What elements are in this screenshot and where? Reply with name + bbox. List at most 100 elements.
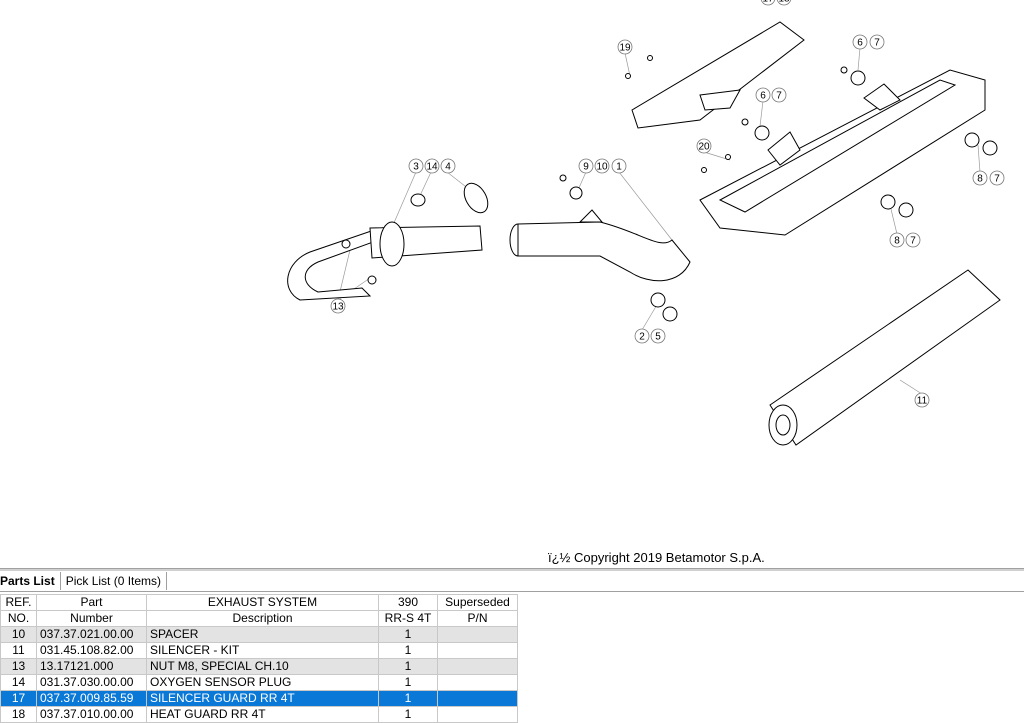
cell-number[interactable]: 037.37.010.00.00 xyxy=(36,706,147,723)
svg-text:6: 6 xyxy=(760,91,766,102)
cell-description[interactable]: SPACER xyxy=(146,626,379,643)
cell-superseded[interactable] xyxy=(437,626,518,643)
cell-ref[interactable]: 13 xyxy=(0,658,37,675)
tab-parts-list[interactable]: Parts List xyxy=(0,572,61,590)
callout-9[interactable]: 9 xyxy=(578,158,594,174)
svg-text:17: 17 xyxy=(762,0,774,5)
callout-7[interactable]: 7 xyxy=(771,87,787,103)
svg-text:19: 19 xyxy=(619,43,631,54)
callout-8[interactable]: 8 xyxy=(972,170,988,186)
svg-text:8: 8 xyxy=(977,174,983,185)
callout-1[interactable]: 1 xyxy=(611,158,627,174)
header-superseded[interactable]: Superseded xyxy=(437,594,518,611)
header-model[interactable]: 390 xyxy=(378,594,438,611)
callout-bubbles: 196767203144910187871325111718 xyxy=(330,0,1005,408)
cell-superseded[interactable] xyxy=(437,674,518,691)
callout-7[interactable]: 7 xyxy=(869,34,885,50)
cell-description[interactable]: HEAT GUARD RR 4T xyxy=(146,706,379,723)
callout-2[interactable]: 2 xyxy=(634,328,650,344)
header-no[interactable]: NO. xyxy=(0,610,37,627)
callout-14[interactable]: 14 xyxy=(424,158,440,174)
callout-3[interactable]: 3 xyxy=(408,158,424,174)
cell-ref[interactable]: 17 xyxy=(0,690,37,707)
svg-text:13: 13 xyxy=(332,302,344,313)
callout-20[interactable]: 20 xyxy=(696,138,712,154)
callout-6[interactable]: 6 xyxy=(755,87,771,103)
callout-11[interactable]: 11 xyxy=(914,392,930,408)
cell-ref[interactable]: 14 xyxy=(0,674,37,691)
cell-description[interactable]: SILENCER - KIT xyxy=(146,642,379,659)
callout-5[interactable]: 5 xyxy=(650,328,666,344)
cell-qty[interactable]: 1 xyxy=(378,658,438,675)
cell-qty[interactable]: 1 xyxy=(378,642,438,659)
callout-18[interactable]: 18 xyxy=(776,0,792,6)
parts-table: REF. Part EXHAUST SYSTEM 390 Superseded … xyxy=(0,594,518,723)
cell-number[interactable]: 037.37.021.00.00 xyxy=(36,626,147,643)
cell-number[interactable]: 031.45.108.82.00 xyxy=(36,642,147,659)
header-ref[interactable]: REF. xyxy=(0,594,37,611)
panel-splitter[interactable] xyxy=(0,568,1024,571)
cell-qty[interactable]: 1 xyxy=(378,626,438,643)
svg-text:7: 7 xyxy=(874,38,880,49)
header-variant[interactable]: RR-S 4T xyxy=(378,610,438,627)
cell-number[interactable]: 031.37.030.00.00 xyxy=(36,674,147,691)
svg-text:14: 14 xyxy=(426,162,438,173)
cell-superseded[interactable] xyxy=(437,658,518,675)
svg-text:7: 7 xyxy=(994,174,1000,185)
cell-description[interactable]: OXYGEN SENSOR PLUG xyxy=(146,674,379,691)
callout-19[interactable]: 19 xyxy=(617,39,633,55)
callout-8[interactable]: 8 xyxy=(889,232,905,248)
cell-superseded[interactable] xyxy=(437,706,518,723)
tab-strip-divider xyxy=(0,591,1024,592)
table-header-row: REF. Part EXHAUST SYSTEM 390 Superseded xyxy=(0,594,518,611)
callout-7[interactable]: 7 xyxy=(989,170,1005,186)
table-header-row: NO. Number Description RR-S 4T P/N xyxy=(0,610,518,627)
exploded-parts-diagram: 196767203144910187871325111718 xyxy=(287,0,1005,446)
cell-superseded[interactable] xyxy=(437,642,518,659)
cell-superseded[interactable] xyxy=(437,690,518,707)
cell-description[interactable]: NUT M8, SPECIAL CH.10 xyxy=(146,658,379,675)
tab-pick-list[interactable]: Pick List (0 Items) xyxy=(61,572,168,590)
svg-text:9: 9 xyxy=(583,162,589,173)
tab-strip: Parts List Pick List (0 Items) xyxy=(0,572,168,592)
cell-ref[interactable]: 10 xyxy=(0,626,37,643)
mid-pipe xyxy=(509,209,691,282)
svg-text:10: 10 xyxy=(596,162,608,173)
header-number[interactable]: Number xyxy=(36,610,147,627)
header-exhaust-system[interactable]: EXHAUST SYSTEM xyxy=(146,594,379,611)
cell-qty[interactable]: 1 xyxy=(378,674,438,691)
svg-text:11: 11 xyxy=(917,396,928,407)
svg-text:5: 5 xyxy=(655,332,661,343)
cell-description[interactable]: SILENCER GUARD RR 4T xyxy=(146,690,379,707)
cell-qty[interactable]: 1 xyxy=(378,690,438,707)
callout-4[interactable]: 4 xyxy=(440,158,456,174)
header-pipe xyxy=(287,182,489,301)
silencer-body xyxy=(699,69,986,236)
heat-guard xyxy=(631,21,805,129)
svg-text:6: 6 xyxy=(857,38,863,49)
silencer-kit xyxy=(768,269,1001,446)
header-part[interactable]: Part xyxy=(36,594,147,611)
svg-text:8: 8 xyxy=(894,236,900,247)
header-description[interactable]: Description xyxy=(146,610,379,627)
svg-text:7: 7 xyxy=(910,236,916,247)
svg-text:18: 18 xyxy=(778,0,790,5)
cell-number[interactable]: 037.37.009.85.59 xyxy=(36,690,147,707)
cell-qty[interactable]: 1 xyxy=(378,706,438,723)
callout-7[interactable]: 7 xyxy=(905,232,921,248)
callout-10[interactable]: 10 xyxy=(594,158,610,174)
callout-6[interactable]: 6 xyxy=(852,34,868,50)
cell-number[interactable]: 13.17121.000 xyxy=(36,658,147,675)
header-pn[interactable]: P/N xyxy=(437,610,518,627)
cell-ref[interactable]: 11 xyxy=(0,642,37,659)
svg-text:20: 20 xyxy=(698,142,710,153)
callout-17[interactable]: 17 xyxy=(760,0,776,6)
callout-13[interactable]: 13 xyxy=(330,298,346,314)
cell-ref[interactable]: 18 xyxy=(0,706,37,723)
